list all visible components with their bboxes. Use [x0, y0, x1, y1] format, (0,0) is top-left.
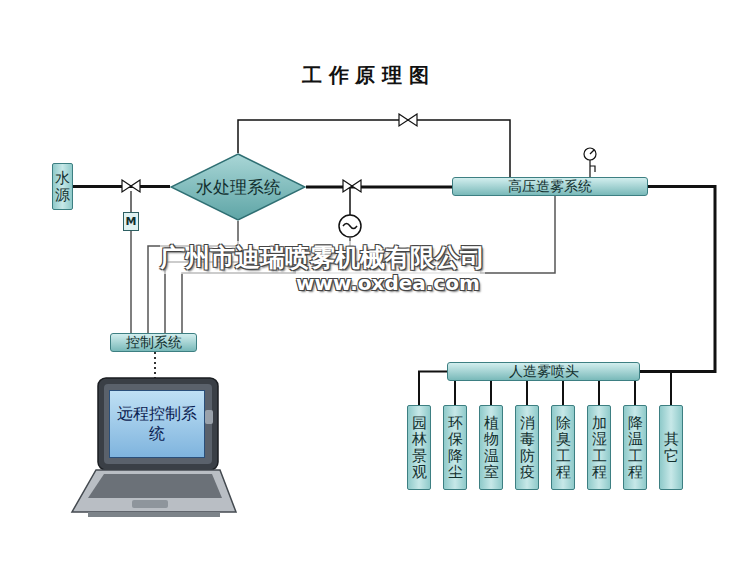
node-text: 园林景观 — [412, 415, 427, 481]
application-box: 其它 — [659, 405, 683, 490]
laptop-screen: 远程控制系统 — [109, 390, 205, 458]
source-box: 水源 — [52, 163, 73, 210]
inlet-valve — [122, 180, 140, 192]
node-text: 水源 — [55, 170, 70, 203]
water-pipe — [640, 187, 715, 372]
node-text: 人造雾喷头 — [509, 363, 579, 380]
node-text: 高压造雾系统 — [508, 178, 592, 195]
laptop-illustration — [72, 378, 236, 517]
application-box: 园林景观 — [407, 405, 431, 490]
node-text: 除臭工程 — [556, 415, 571, 481]
water-pipe — [306, 186, 452, 189]
diamond-shape — [171, 154, 305, 220]
node-text: 消毒防疫 — [520, 415, 535, 481]
signal-wire — [148, 221, 238, 333]
water-pipe — [640, 372, 671, 406]
nozzle-band: 人造雾喷头 — [447, 362, 640, 381]
watermark-url: www.oxdea.com — [296, 271, 480, 295]
application-box: 植物温室 — [479, 405, 503, 490]
node-text: M — [126, 215, 137, 228]
node-text: 加湿工程 — [592, 415, 607, 481]
node-text: 控制系统 — [126, 334, 182, 351]
node-text: 植物温室 — [484, 415, 499, 481]
application-box: 加湿工程 — [587, 405, 611, 490]
pump-wave — [343, 224, 357, 229]
application-box: 环保降尘 — [443, 405, 467, 490]
application-box: 消毒防疫 — [515, 405, 539, 490]
node-text: 环保降尘 — [448, 415, 463, 481]
watermark-company: 广州市迪瑞喷雾机械有限公司 — [160, 241, 485, 274]
control-band: 控制系统 — [110, 333, 197, 352]
system-band: 高压造雾系统 — [452, 177, 648, 196]
water-pipe — [526, 381, 528, 405]
pump-symbol — [339, 215, 361, 237]
application-box: 除臭工程 — [551, 405, 575, 490]
motor-wire — [130, 191, 132, 212]
process-diamond: 水处理系统 — [170, 153, 306, 221]
diagram-title: 工 作 原 理 图 — [0, 62, 731, 89]
outlet-valve — [343, 180, 361, 192]
pressure-gauge — [584, 148, 596, 177]
node-text: 降温工程 — [628, 415, 643, 481]
node-text: 其它 — [664, 431, 679, 464]
pump-pipe — [349, 188, 351, 215]
water-pipe — [238, 120, 510, 177]
water-pipe — [562, 381, 564, 405]
signal-wire — [130, 231, 132, 333]
node-text: 水处理系统 — [196, 177, 281, 197]
water-pipe — [634, 381, 636, 405]
water-pipe — [419, 372, 447, 406]
water-pipe — [598, 381, 600, 405]
water-pipe — [490, 381, 492, 405]
node-text: 远程控制系统 — [110, 404, 204, 444]
application-box: 降温工程 — [623, 405, 647, 490]
water-pipe — [454, 381, 456, 405]
bypass-valve — [399, 114, 417, 126]
motor-box: M — [123, 212, 139, 231]
